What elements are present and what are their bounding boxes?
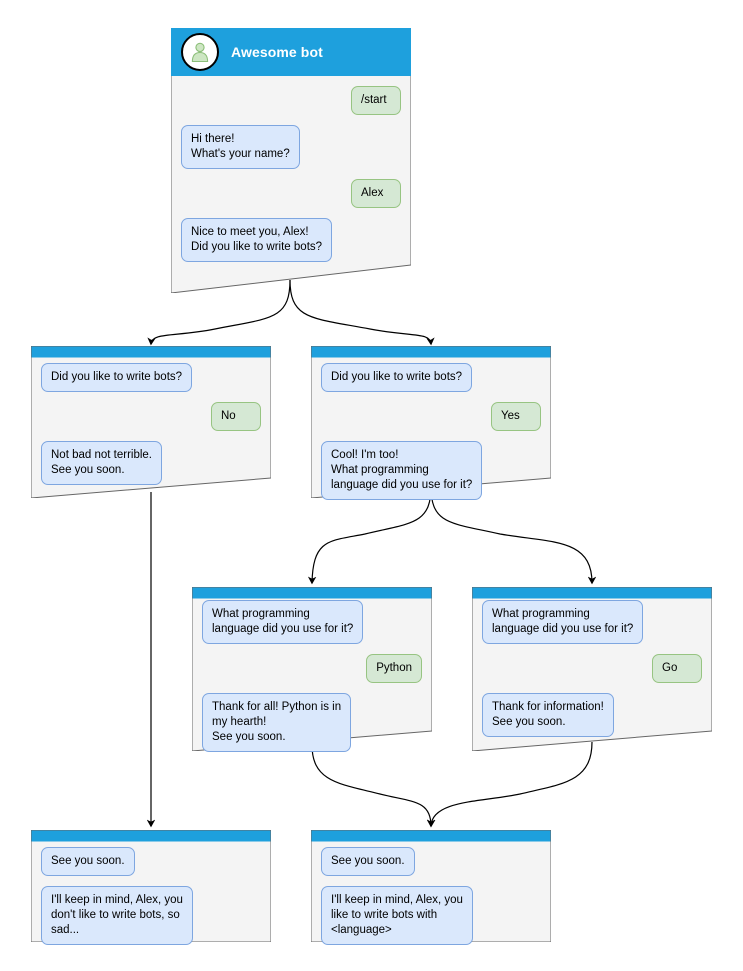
user-message-bubble[interactable]: Yes — [491, 402, 541, 431]
yes-branch-card[interactable]: Did you like to write bots? Yes Cool! I'… — [311, 346, 551, 500]
bot-message-bubble[interactable]: Not bad not terrible. See you soon. — [41, 441, 163, 485]
end-sad-card[interactable]: See you soon. I'll keep in mind, Alex, y… — [31, 830, 271, 945]
message-row: Yes — [321, 402, 541, 431]
message-row: What programming language did you use fo… — [482, 600, 702, 644]
user-message-bubble[interactable]: Alex — [351, 179, 401, 208]
bot-message-bubble[interactable]: Hi there! What's your name? — [181, 125, 300, 169]
message-row: Did you like to write bots? — [41, 363, 261, 392]
bot-message-bubble[interactable]: Cool! I'm too! What programming language… — [321, 441, 483, 500]
bot-message-bubble[interactable]: I'll keep in mind, Alex, you don't like … — [41, 886, 193, 945]
end-happy-card[interactable]: See you soon. I'll keep in mind, Alex, y… — [311, 830, 551, 945]
bot-message-bubble[interactable]: Did you like to write bots? — [321, 363, 473, 392]
message-row: Go — [482, 654, 702, 683]
go-branch-messages: What programming language did you use fo… — [472, 600, 712, 747]
message-row: Cool! I'm too! What programming language… — [321, 441, 541, 500]
message-row: Hi there! What's your name? — [181, 125, 401, 169]
user-message-bubble[interactable]: Python — [366, 654, 422, 683]
bot-title: Awesome bot — [231, 44, 323, 60]
bot-message-bubble[interactable]: What programming language did you use fo… — [202, 600, 364, 644]
message-row: Thank for information! See you soon. — [482, 693, 702, 737]
bot-message-bubble[interactable]: What programming language did you use fo… — [482, 600, 644, 644]
root-card-header: Awesome bot — [171, 28, 411, 76]
edge-go-to-end-happy — [427, 741, 593, 828]
message-row: I'll keep in mind, Alex, you like to wri… — [321, 886, 541, 945]
message-row: Python — [202, 654, 422, 683]
message-row: Nice to meet you, Alex! Did you like to … — [181, 218, 401, 262]
message-row: Did you like to write bots? — [321, 363, 541, 392]
bot-message-bubble[interactable]: Thank for information! See you soon. — [482, 693, 614, 737]
root-card-messages: /start Hi there! What's your name? Alex … — [171, 86, 411, 272]
message-row: Thank for all! Python is in my hearth! S… — [202, 693, 422, 752]
user-message-bubble[interactable]: /start — [351, 86, 401, 115]
person-avatar-icon — [181, 33, 219, 71]
message-row: See you soon. — [321, 847, 541, 876]
no-branch-card[interactable]: Did you like to write bots? No Not bad n… — [31, 346, 271, 498]
end-sad-messages: See you soon. I'll keep in mind, Alex, y… — [31, 847, 271, 955]
end-happy-messages: See you soon. I'll keep in mind, Alex, y… — [311, 847, 551, 955]
go-branch-card[interactable]: What programming language did you use fo… — [472, 587, 712, 751]
message-row: No — [41, 402, 261, 431]
bot-message-bubble[interactable]: Did you like to write bots? — [41, 363, 193, 392]
message-row: Not bad not terrible. See you soon. — [41, 441, 261, 485]
bot-message-bubble[interactable]: Thank for all! Python is in my hearth! S… — [202, 693, 352, 752]
python-branch-card[interactable]: What programming language did you use fo… — [192, 587, 432, 752]
message-row: Alex — [181, 179, 401, 208]
message-row: /start — [181, 86, 401, 115]
user-message-bubble[interactable]: No — [211, 402, 261, 431]
bot-message-bubble[interactable]: See you soon. — [41, 847, 135, 876]
message-row: What programming language did you use fo… — [202, 600, 422, 644]
bot-message-bubble[interactable]: I'll keep in mind, Alex, you like to wri… — [321, 886, 473, 945]
bot-message-bubble[interactable]: Nice to meet you, Alex! Did you like to … — [181, 218, 333, 262]
message-row: I'll keep in mind, Alex, you don't like … — [41, 886, 261, 945]
python-branch-messages: What programming language did you use fo… — [192, 600, 432, 762]
no-branch-messages: Did you like to write bots? No Not bad n… — [31, 363, 271, 495]
message-row: See you soon. — [41, 847, 261, 876]
yes-branch-messages: Did you like to write bots? Yes Cool! I'… — [311, 363, 551, 510]
person-glyph-icon — [191, 42, 209, 63]
bot-message-bubble[interactable]: See you soon. — [321, 847, 415, 876]
root-card[interactable]: Awesome bot /start Hi there! What's your… — [171, 28, 411, 293]
user-message-bubble[interactable]: Go — [652, 654, 702, 683]
